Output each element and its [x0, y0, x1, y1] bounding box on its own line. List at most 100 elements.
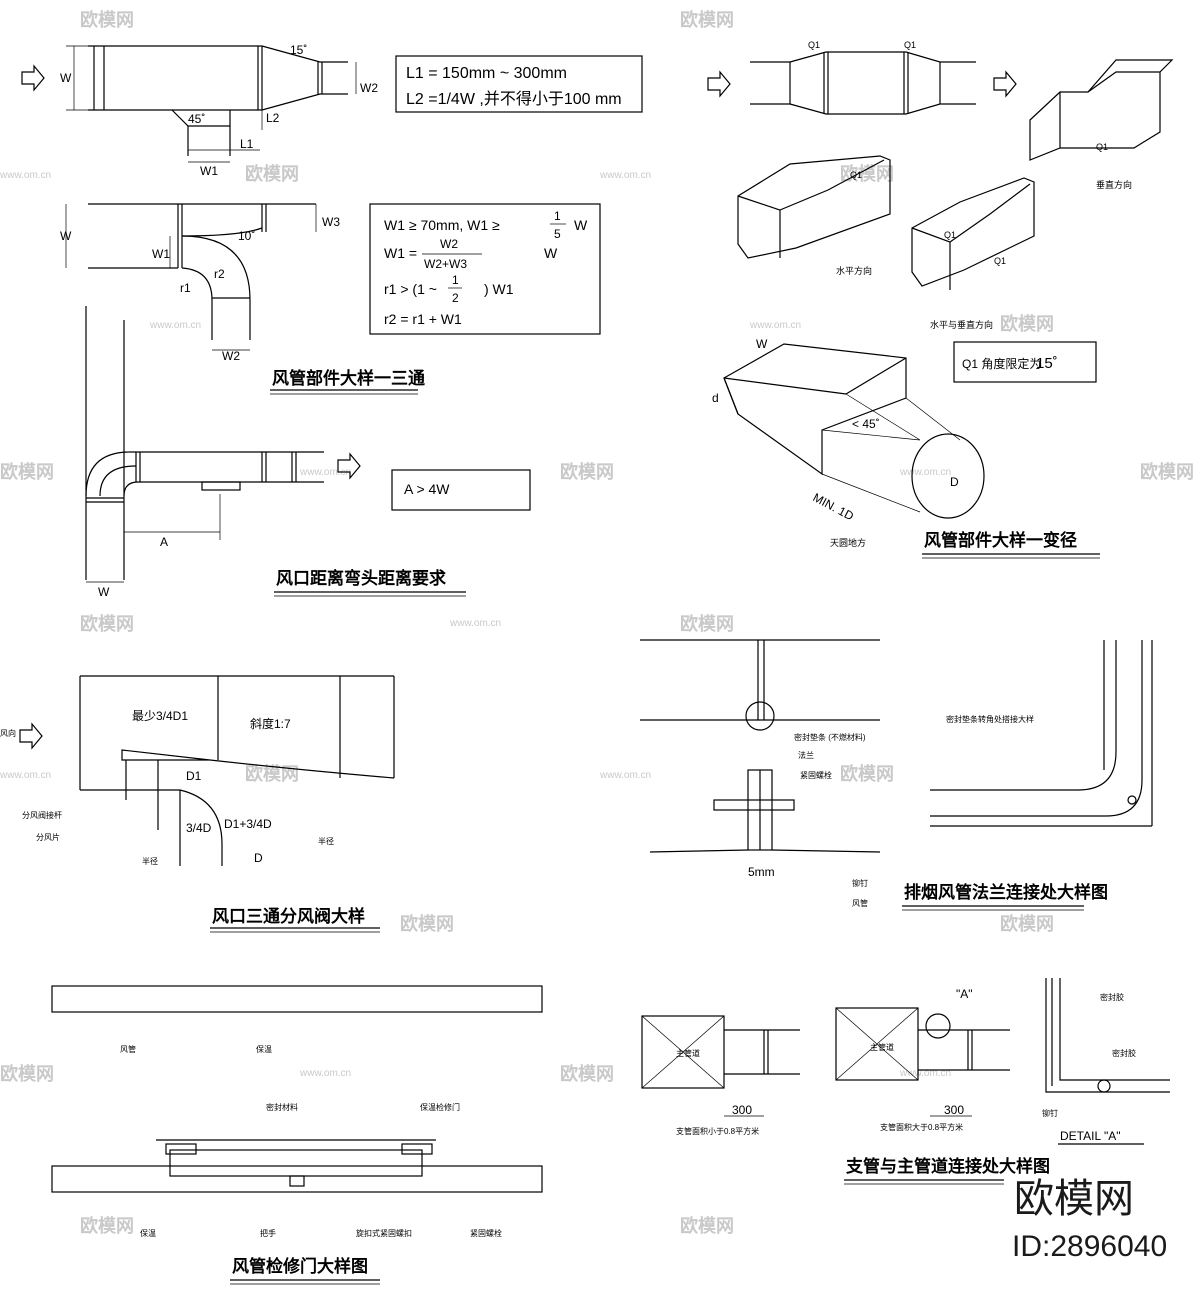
label-seal-mat: 密封材料: [266, 1102, 298, 1112]
label-branch-large: 支管面积大于0.8平方米: [880, 1122, 963, 1132]
label-W-iso: W: [756, 337, 768, 351]
watermark-text: 欧模网: [840, 163, 894, 184]
label-angle-45: < 45˚: [852, 417, 880, 431]
formula-2-line1: W1 ≥ 70mm, W1 ≥: [384, 217, 500, 233]
label-D1: D1: [186, 769, 202, 783]
label-blade: 分风片: [36, 832, 60, 842]
watermark-url: www.om.cn: [599, 170, 651, 181]
elbow-section: A W: [85, 306, 361, 599]
dim-W2-2: W2: [222, 349, 240, 363]
angle-15: 15˚: [290, 43, 307, 57]
formula-2-line1-tail: W: [574, 217, 588, 233]
label-seal2: 密封胶: [1100, 992, 1124, 1002]
tee-section: W W2 15˚ 45˚ L1 W1 L2: [21, 43, 378, 178]
watermark-text: 欧模网: [400, 913, 454, 934]
watermark-text: 欧模网: [80, 9, 134, 30]
label-D: D: [950, 475, 959, 489]
title-access: 风管检修门大样图: [232, 1256, 368, 1276]
label-5mm: 5mm: [748, 865, 775, 879]
box-q1: [953, 341, 1097, 383]
brand-name: 欧模网: [1014, 1177, 1134, 1221]
label-duct2: 风管: [120, 1044, 136, 1054]
dim-W2: W2: [360, 81, 378, 95]
q1-label: Q1: [994, 256, 1006, 266]
watermarks: 欧模网 欧模网 欧模网 欧模网 欧模网 欧模网 欧模网 欧模网 欧模网 欧模网 …: [0, 9, 1194, 1236]
dim-A: A: [160, 535, 168, 549]
formula-2-line2-den: W2+W3: [424, 257, 467, 271]
title-elbow: 风口距离弯头距离要求: [276, 568, 446, 588]
box-a-text: A > 4W: [404, 481, 450, 497]
angle-10: 10˚: [238, 229, 255, 243]
watermark-text: 欧模网: [680, 9, 734, 30]
label-horizontal: 水平方向: [836, 265, 872, 276]
flow-arrow-icon: [337, 452, 361, 480]
label-min34: 最少3/4D1: [132, 709, 188, 723]
watermark-text: 欧模网: [245, 163, 299, 184]
formula-box-1: [395, 55, 643, 113]
q1-label: Q1: [904, 40, 916, 50]
watermark-text: 欧模网: [80, 613, 134, 634]
damper-section: 风向 最少3/4D1 斜度1:7 D1 3/4D D1+3/4D 分风阀接杆 分…: [0, 675, 395, 866]
watermark-url: www.om.cn: [599, 770, 651, 781]
reducer-section: Q1 Q1 Q1 垂直方向 Q1 水平方向 Q1 Q1 水平与垂直方向: [707, 40, 1174, 330]
title-damper: 风口三通分风阀大样: [212, 906, 365, 926]
watermark-url: www.om.cn: [899, 1068, 951, 1079]
label-access-door: 保温检修门: [420, 1102, 460, 1112]
watermark-url: www.om.cn: [899, 467, 951, 478]
access-door-section: 风管 保温 密封材料 保温检修门 保温 把手 旋扣式紧固螺扣 紧固螺栓: [51, 985, 543, 1238]
label-main1: 主管道: [676, 1048, 700, 1058]
watermark-url: www.om.cn: [299, 467, 351, 478]
formula-2-line2-lhs: W1 =: [384, 245, 417, 261]
label-duct: 风管: [852, 898, 868, 908]
dim-W1: W1: [200, 164, 218, 178]
label-d: d: [712, 391, 719, 405]
watermark-text: 欧模网: [80, 1215, 134, 1236]
watermark-text: 欧模网: [1000, 313, 1054, 334]
dim-L2: L2: [266, 111, 280, 125]
label-radius: 半径: [142, 856, 158, 866]
label-A-mark: "A": [956, 987, 973, 1001]
watermark-url: www.om.cn: [299, 1068, 351, 1079]
watermark-text: 欧模网: [560, 1063, 614, 1084]
watermark-url: www.om.cn: [0, 170, 51, 181]
watermark-url: www.om.cn: [0, 770, 51, 781]
title-flange: 排烟风管法兰连接处大样图: [904, 882, 1108, 902]
watermark-text: 欧模网: [0, 461, 54, 482]
formula-2-frac1-den: 5: [554, 227, 561, 241]
formula-2-frac2-den: 2: [452, 291, 459, 305]
label-min1d: MIN. 1D: [811, 490, 857, 523]
angle-45: 45˚: [188, 112, 205, 126]
label-vertical: 垂直方向: [1096, 179, 1132, 190]
watermark-text: 欧模网: [840, 763, 894, 784]
watermark-text: 欧模网: [680, 1215, 734, 1236]
formula-1-line2: L2 =1/4W ,并不得小于100 mm: [406, 90, 622, 108]
branch-section: 主管道 300 支管面积小于0.8平方米 主管道 "A" 300 支管面积大于0…: [641, 978, 1170, 1145]
flow-arrow-icon: [21, 64, 45, 92]
title-tee: 风管部件大样一三通: [272, 368, 425, 388]
label-fix-bolt: 紧固螺栓: [470, 1228, 502, 1238]
watermark-url: www.om.cn: [749, 320, 801, 331]
tee-curved: W W1 W3 10˚ r2 r1 W2: [60, 203, 340, 363]
square-to-round: D d W < 45˚ MIN. 1D 天圆地方: [712, 337, 985, 548]
dim-W: W: [60, 71, 72, 85]
dim-L1: L1: [240, 137, 254, 151]
label-radius2: 半径: [318, 836, 334, 846]
label-d1-34d: D1+3/4D: [224, 817, 272, 831]
label-flange: 法兰: [798, 750, 814, 760]
formula-2-line2-tail: W: [544, 245, 558, 261]
formula-box-2: [369, 203, 601, 335]
watermark-url: www.om.cn: [149, 320, 201, 331]
dim-W3: W3: [322, 215, 340, 229]
label-main2: 主管道: [870, 1042, 894, 1052]
watermark-text: 欧模网: [560, 461, 614, 482]
watermark-text: 欧模网: [1000, 913, 1054, 934]
label-handle: 把手: [260, 1228, 276, 1238]
q1-label: Q1: [1096, 142, 1108, 152]
title-reducer: 风管部件大样一变径: [924, 530, 1077, 550]
label-both: 水平与垂直方向: [930, 319, 993, 330]
dim-W1-2: W1: [152, 247, 170, 261]
label-fastener: 紧固螺栓: [800, 770, 832, 780]
dim-300b: 300: [944, 1103, 964, 1117]
label-D-damper: D: [254, 851, 263, 865]
